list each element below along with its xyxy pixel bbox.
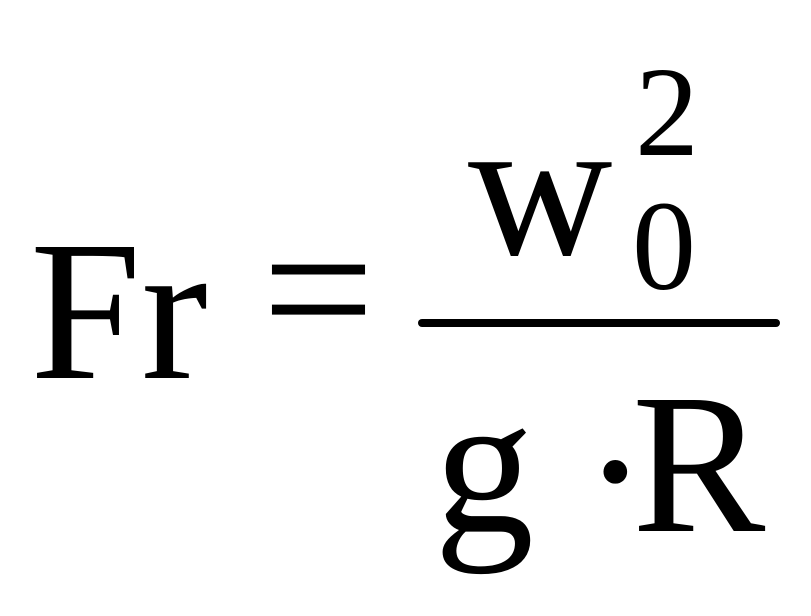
equals-sign: = bbox=[262, 179, 375, 400]
denominator-left: g bbox=[434, 354, 534, 575]
multiplication-dot: · bbox=[582, 361, 649, 582]
fraction-bar bbox=[418, 319, 780, 327]
numerator-superscript: 2 bbox=[635, 41, 699, 183]
denominator-right: R bbox=[632, 354, 766, 575]
numerator-base: w bbox=[468, 77, 613, 298]
numerator-subscript: 0 bbox=[632, 175, 696, 317]
formula-lhs: Fr bbox=[30, 201, 208, 422]
